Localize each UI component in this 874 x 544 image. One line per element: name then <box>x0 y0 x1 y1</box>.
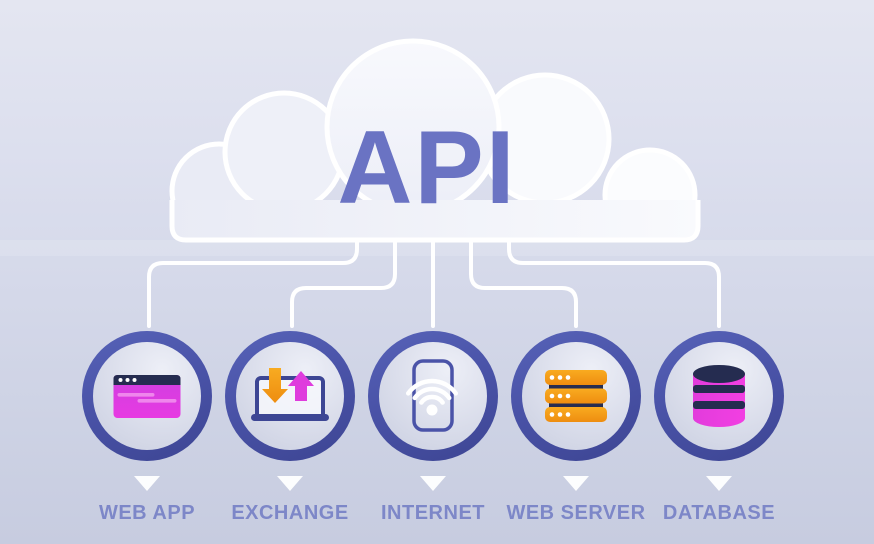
node-disc <box>93 342 201 450</box>
laptop-exchange-arrows-icon <box>251 368 329 421</box>
node-label-database: DATABASE <box>662 502 776 524</box>
connector-lines <box>147 240 721 328</box>
cloud-shape <box>169 38 701 243</box>
cloud-lobe-left-mid <box>222 90 346 214</box>
pointer-triangle <box>420 476 446 491</box>
connector-web-server <box>469 240 578 328</box>
database-cylinder-icon <box>693 365 745 427</box>
phone-wifi-icon <box>406 359 458 432</box>
node-ring <box>82 331 212 461</box>
node-ring <box>368 331 498 461</box>
node-internet: INTERNET <box>368 331 498 544</box>
node-database: DATABASE <box>654 331 784 544</box>
node-label-web-server: WEB SERVER <box>506 502 646 524</box>
connector-database <box>507 240 721 328</box>
node-disc <box>522 342 630 450</box>
node-exchange: EXCHANGE <box>225 331 355 544</box>
browser-window-icon <box>113 375 181 418</box>
node-disc <box>665 342 773 450</box>
pointer-triangle <box>134 476 160 491</box>
cloud-base-glow <box>0 240 874 256</box>
node-ring <box>654 331 784 461</box>
node-disc <box>236 342 344 450</box>
connector-exchange <box>290 240 397 328</box>
cloud-base <box>169 200 701 243</box>
api-cloud-title: API <box>337 110 517 226</box>
pointer-triangle <box>563 476 589 491</box>
node-disc <box>379 342 487 450</box>
pointer-triangle <box>277 476 303 491</box>
node-label-exchange: EXCHANGE <box>231 502 349 524</box>
connector-web-app <box>147 240 359 328</box>
node-web-server: WEB SERVER <box>506 331 645 544</box>
server-stack-icon <box>545 370 607 422</box>
node-web-app: WEB APP <box>82 331 212 544</box>
node-ring <box>511 331 641 461</box>
node-ring <box>225 331 355 461</box>
node-label-web-app: WEB APP <box>98 502 196 524</box>
node-label-internet: INTERNET <box>381 502 485 524</box>
pointer-triangle <box>706 476 732 491</box>
